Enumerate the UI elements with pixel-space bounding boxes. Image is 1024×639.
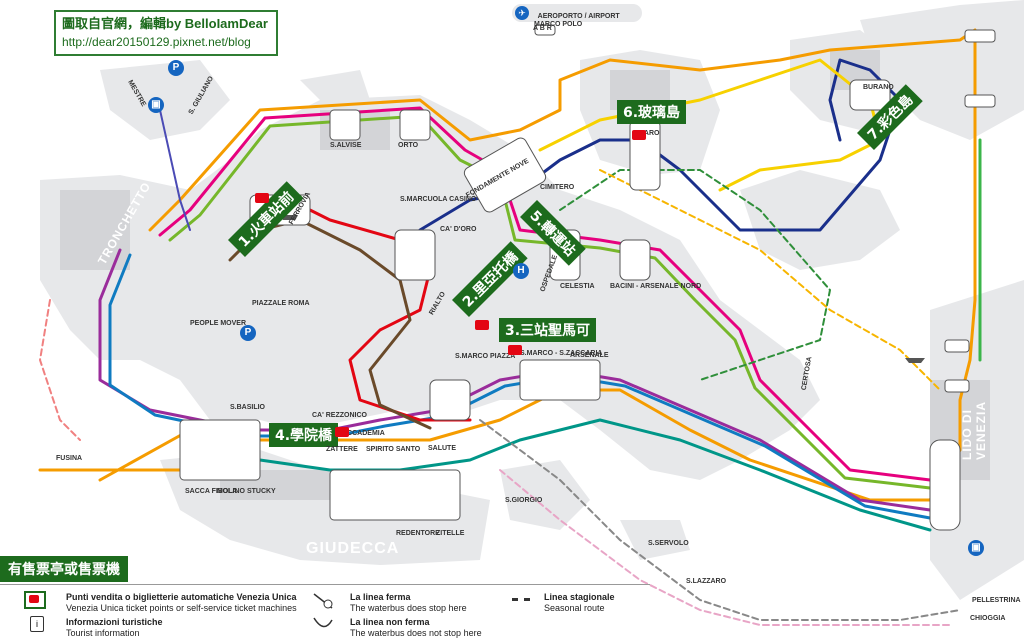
airport-label: AEROPORTO / AIRPORT MARCO POLO [512, 4, 642, 28]
stop-label-chioggia: CHIOGGIA [970, 615, 1006, 622]
stop-label-san-basilio: S.BASILIO [230, 404, 266, 411]
legend-ticket-icon [24, 591, 46, 609]
legend-item-stops: La linea ferma The waterbus does stop he… [350, 592, 520, 614]
legend-info-icon: i [30, 616, 44, 632]
stop-label-piazzale-roma: PIAZZALE ROMA [252, 300, 310, 307]
stop-label-orto: ORTO [398, 142, 419, 149]
stop-label-zattere: ZATTERE [326, 446, 358, 453]
parking-icon: P [168, 60, 184, 76]
stop-label-san-giorgio: S.GIORGIO [505, 497, 543, 504]
legend-ticket-sub: Venezia Unica ticket points or self-serv… [66, 603, 297, 613]
legend-item-ticket: Punti vendita o biglietterie automatiche… [66, 592, 316, 614]
credit-title: 圖取自官網，編輯by BelloIamDear [62, 16, 268, 31]
legend-stops-sub: The waterbus does stop here [350, 603, 467, 613]
stop-label-celestia: CELESTIA [560, 283, 595, 290]
legend-item-seasonal: Linea stagionale Seasonal route [544, 592, 654, 614]
label-lido: LIDO DI VENEZIA [960, 400, 988, 460]
tag-accademia: 4.學院橋 [269, 423, 339, 447]
legend-divider [0, 584, 650, 585]
route-line-seasonal-red [39, 299, 81, 441]
stop-label-fusina: FUSINA [56, 455, 83, 462]
tag-murano: 6.玻璃島 [617, 100, 687, 124]
airport-code: A B R [533, 25, 552, 32]
stop-label-people-mover: PEOPLE MOVER [190, 320, 247, 327]
stop-label-arsenale: ARSENALE [570, 352, 609, 359]
route-line-seasonal-grey [479, 419, 961, 621]
stop-label-cimitero: CIMITERO [540, 184, 575, 191]
route-line-green [168, 114, 932, 490]
stop-label-spirito-santo: SPIRITO SANTO [366, 446, 421, 453]
route-line-seasonal-pink [499, 469, 951, 626]
stop-label-redentore: REDENTORE [396, 530, 440, 537]
ticket-point-icon-accademia [335, 427, 349, 437]
stop-label-sacca-fisola: SACCA FISOLA [185, 488, 238, 495]
hospital-icon: H [513, 263, 529, 279]
stop-label-accademia: ACCADEMIA [342, 430, 385, 437]
bus-icon-lido: ▣ [968, 540, 984, 556]
route-line-seasonal-orange [599, 169, 941, 391]
stop-label-ca-doro: CA' D'ORO [440, 226, 477, 233]
stop-label-s-marcuola: S.MARCUOLA CASINÒ [400, 196, 477, 203]
legend-info-head: Informazioni turistiche [66, 617, 163, 627]
legend-info-sub: Tourist information [66, 628, 140, 638]
legend-nostop-sub: The waterbus does not stop here [350, 628, 482, 638]
route-line-teal [198, 418, 932, 532]
legend-seasonal-head: Linea stagionale [544, 592, 615, 602]
label-giudecca: GIUDECCA [306, 540, 400, 557]
bus-icon: ▣ [148, 97, 164, 113]
legend-seasonal-sub: Seasonal route [544, 603, 605, 613]
stop-label-ca-rezzonico: CA' REZZONICO [312, 412, 367, 419]
ticket-point-icon-zaccaria [508, 345, 522, 355]
tag-san-marco: 3.三站聖馬可 [499, 318, 597, 342]
ticket-point-icon-ferrovia [255, 193, 269, 203]
stop-label-san-lazzaro: S.LAZZARO [686, 578, 727, 585]
stop-label-san-marco-piazza: S.MARCO PIAZZA [455, 353, 516, 360]
legend-stop-icon [313, 593, 333, 609]
legend-item-nostop: La linea non ferma The waterbus does not… [350, 617, 520, 639]
stop-label-salute: SALUTE [428, 445, 456, 452]
stop-label-burano: BURANO [863, 84, 894, 91]
legend-nostop-head: La linea non ferma [350, 617, 430, 627]
legend-title: 有售票亭或售票機 [0, 556, 128, 582]
legend-item-info: Informazioni turistiche Tourist informat… [66, 617, 316, 639]
ticket-point-icon-rialto [475, 320, 489, 330]
ticket-point-icon-faro [632, 130, 646, 140]
stop-label-san-servolo: S.SERVOLO [648, 540, 689, 547]
route-line-mestre [159, 109, 191, 231]
stop-label-faro: FARO [640, 130, 660, 137]
stop-label-molino-stucky: MOLINO STUCKY [217, 488, 276, 495]
stop-label-bacini: BACINI - ARSENALE NORD [610, 283, 702, 290]
stop-label-san-zaccaria: S.MARCO - S.ZACCARIA [520, 350, 603, 357]
legend-stops-head: La linea ferma [350, 592, 411, 602]
airport-text: AEROPORTO / AIRPORT MARCO POLO [534, 13, 620, 28]
legend-nostop-icon [313, 617, 333, 628]
credit-url[interactable]: http://dear20150129.pixnet.net/blog [62, 35, 251, 49]
stop-label-s-alvise: S.ALVISE [330, 142, 362, 149]
stop-label-zitelle: ZITELLE [436, 530, 465, 537]
legend-ticket-head: Punti vendita o biglietterie automatiche… [66, 592, 297, 602]
legend-seasonal-icon [512, 598, 530, 601]
credit-box: 圖取自官網，編輯by BelloIamDear http://dear20150… [54, 10, 278, 56]
route-line-orange [98, 28, 977, 502]
parking-icon-2: P [240, 325, 256, 341]
plane-icon: ✈ [515, 6, 529, 20]
stop-label-pellestrina: PELLESTRINA [972, 597, 1021, 604]
route-line-magenta [158, 106, 932, 482]
